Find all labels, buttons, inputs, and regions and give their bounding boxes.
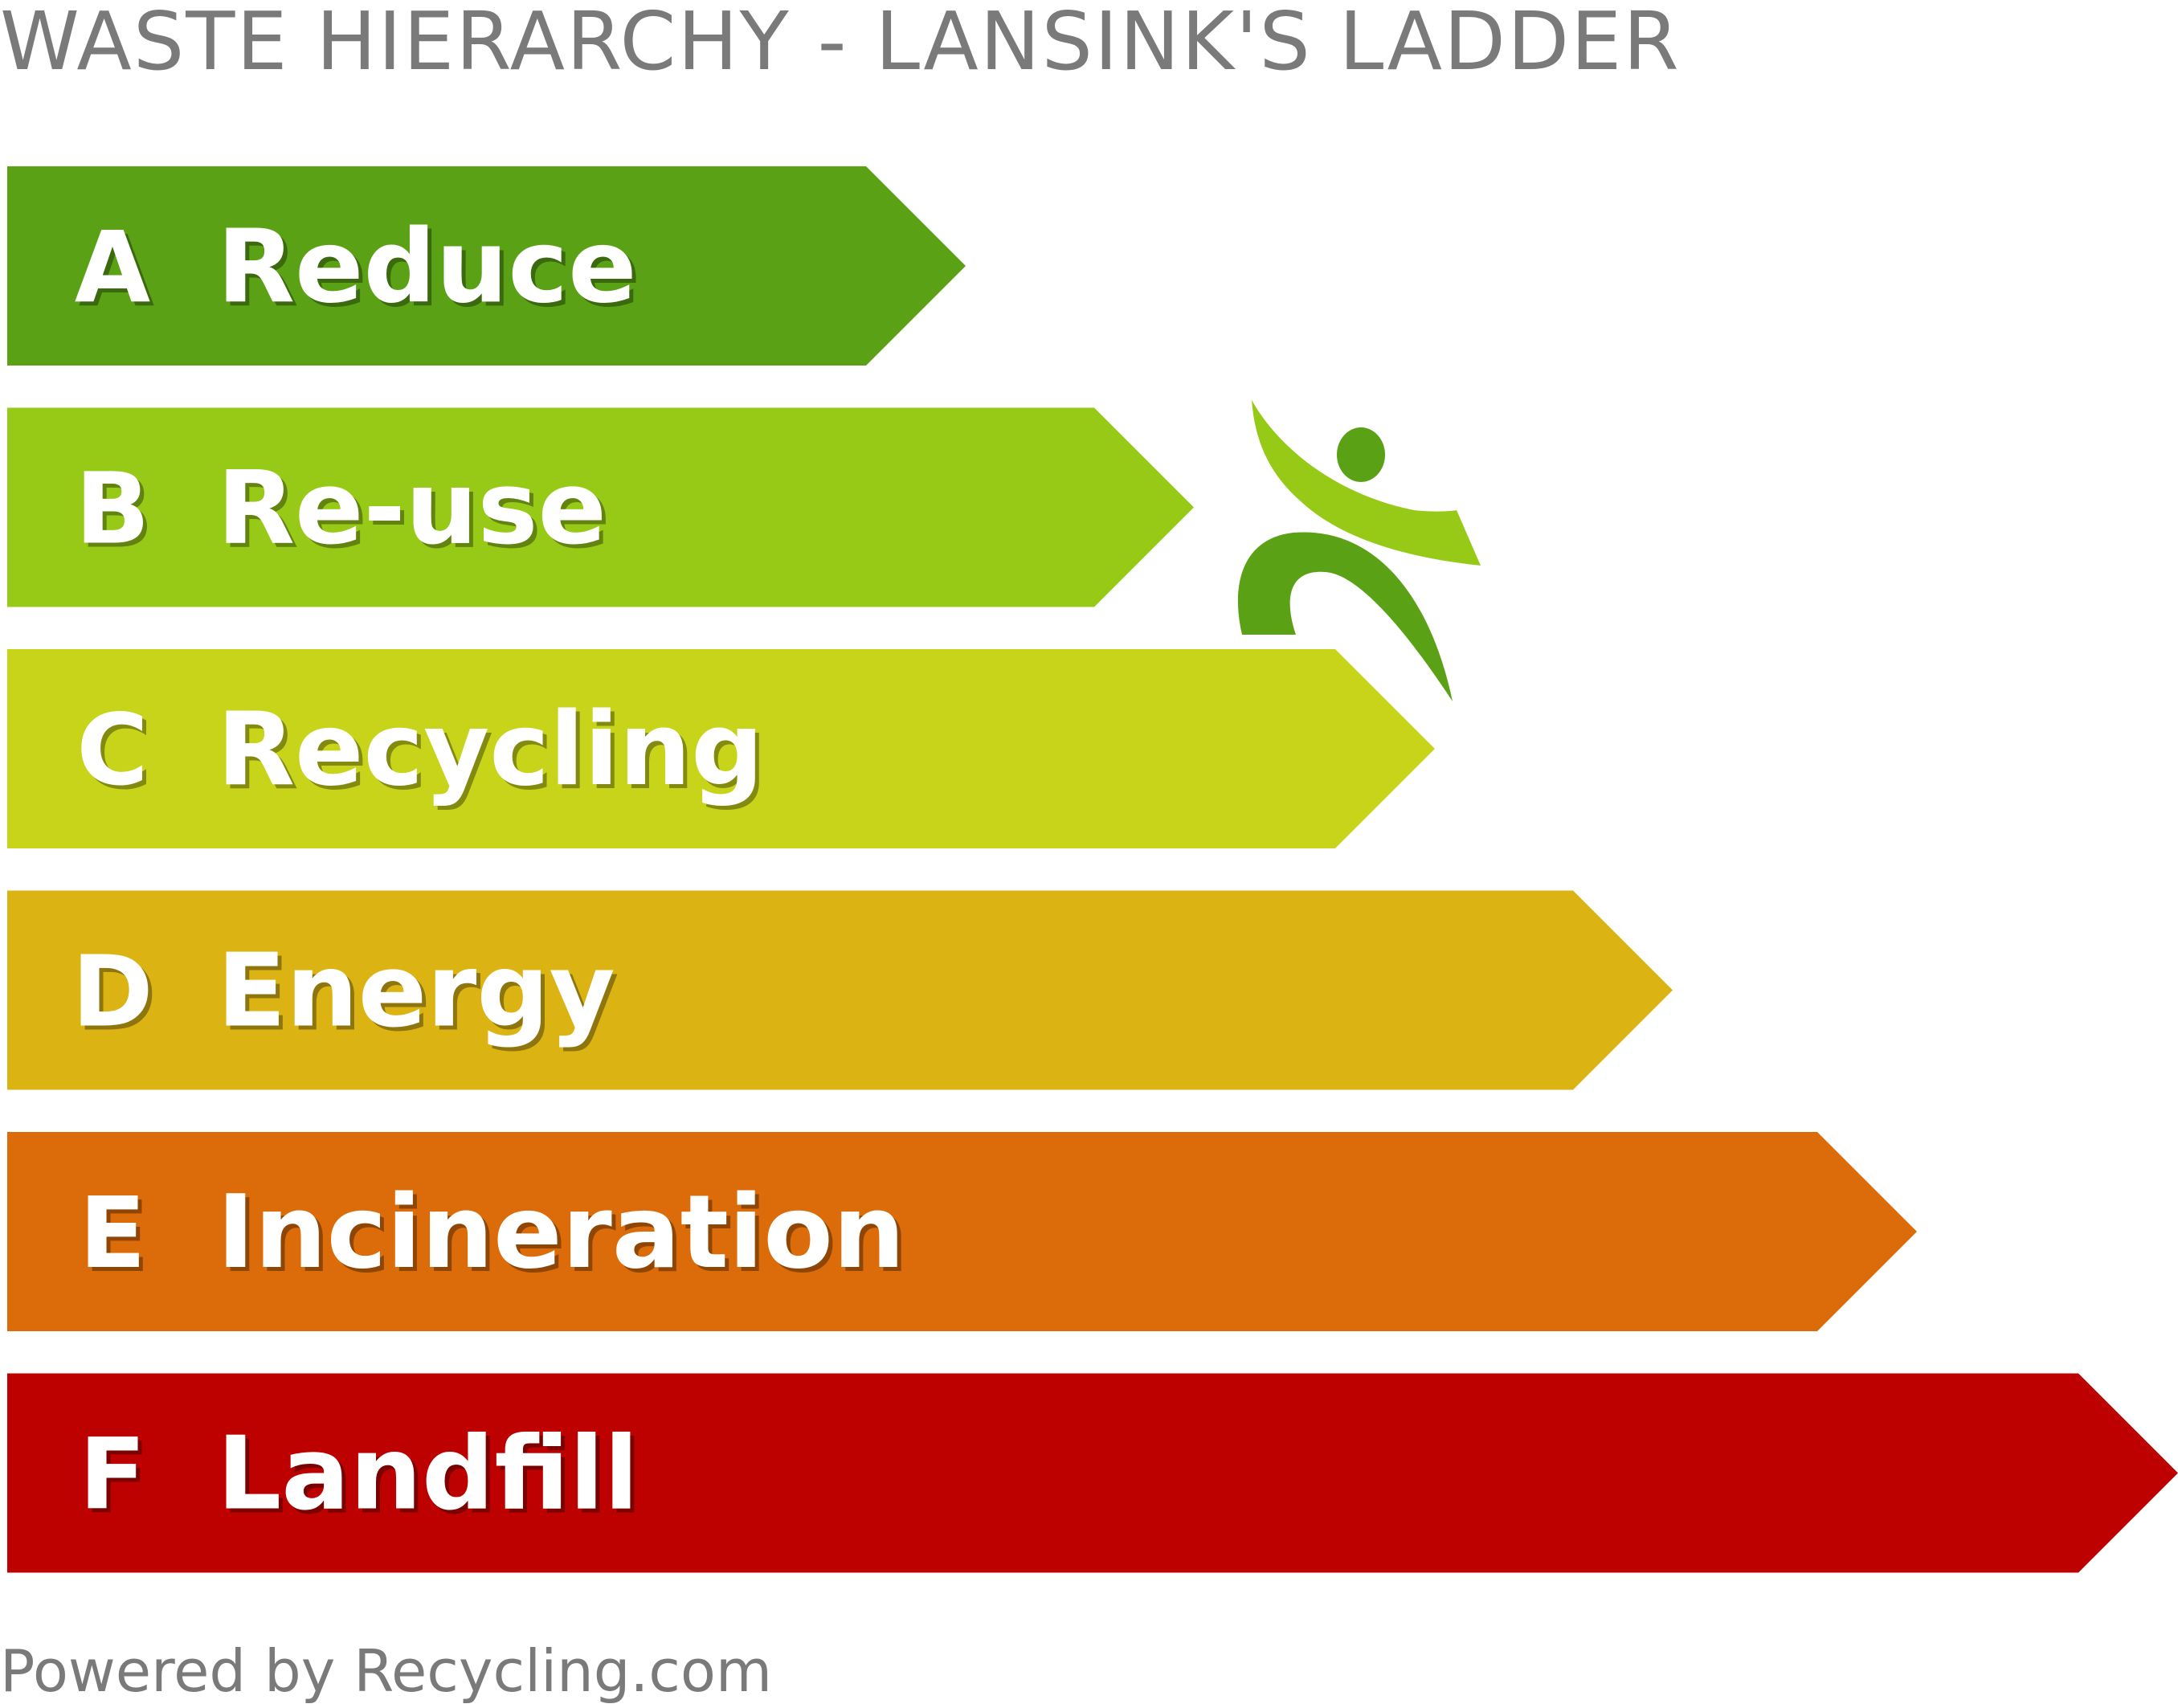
ladder-step-landfill: F Landfill bbox=[7, 1373, 2178, 1573]
step-arrow bbox=[7, 1132, 1917, 1331]
ladder-step-reduce: A Reduce bbox=[7, 166, 966, 366]
step-letter: B bbox=[76, 452, 150, 566]
step-letter: F bbox=[79, 1418, 145, 1532]
step-label: Energy bbox=[217, 932, 615, 1050]
step-letter: C bbox=[76, 693, 149, 807]
step-letter: E bbox=[79, 1176, 145, 1290]
step-letter: D bbox=[72, 935, 153, 1049]
step-label: Recycling bbox=[217, 690, 763, 808]
step-arrow bbox=[7, 166, 966, 366]
step-label: Reduce bbox=[217, 207, 637, 325]
step-letter: A bbox=[75, 210, 150, 325]
ladder-step-re-use: B Re-use bbox=[7, 407, 1194, 607]
recycling-person-icon bbox=[1237, 400, 1481, 701]
page-title: WASTE HIERARCHY - LANSINK'S LADDER bbox=[0, 0, 1681, 88]
step-arrow bbox=[7, 1373, 2178, 1573]
ladder-step-energy: D Energy bbox=[7, 890, 1673, 1090]
mascot-body bbox=[1237, 532, 1453, 701]
mascot-arms bbox=[1252, 400, 1481, 566]
step-label: Incineration bbox=[217, 1173, 905, 1291]
step-label: Re-use bbox=[217, 449, 607, 567]
ladder-step-recycling: C Recycling bbox=[7, 649, 1435, 848]
footer-credit: Powered by Recycling.com bbox=[0, 1637, 773, 1705]
ladder-step-incineration: E Incineration bbox=[7, 1132, 1917, 1331]
mascot-head bbox=[1337, 427, 1385, 482]
step-arrow bbox=[7, 407, 1194, 607]
step-label: Landfill bbox=[217, 1415, 639, 1533]
step-arrow bbox=[7, 890, 1673, 1090]
step-arrow bbox=[7, 649, 1435, 848]
